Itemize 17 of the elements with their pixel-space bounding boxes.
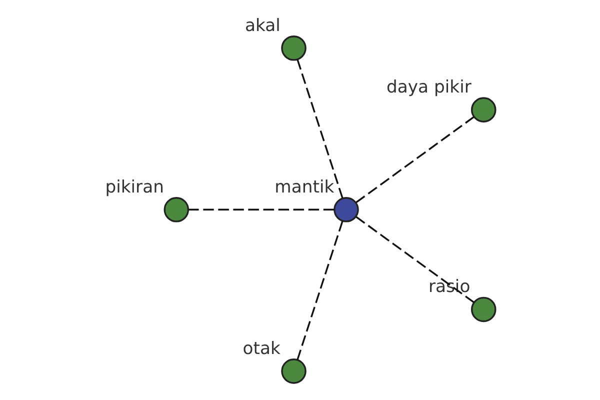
node-label: pikiran	[105, 177, 164, 198]
node-label: rasio	[428, 277, 470, 298]
node-circle	[470, 296, 496, 322]
node-label: otak	[242, 338, 280, 359]
connector	[356, 116, 474, 204]
connector	[356, 216, 474, 304]
node-circle	[470, 97, 496, 122]
connector	[296, 59, 344, 198]
connector	[188, 208, 334, 211]
connector	[296, 221, 344, 360]
node-circle	[281, 358, 306, 384]
node-circle	[164, 197, 190, 222]
node-circle	[334, 197, 359, 222]
node-label: daya pikir	[386, 77, 472, 98]
node-circle	[281, 35, 306, 61]
node-label: akal	[244, 16, 280, 36]
node-label: mantik	[274, 177, 334, 198]
